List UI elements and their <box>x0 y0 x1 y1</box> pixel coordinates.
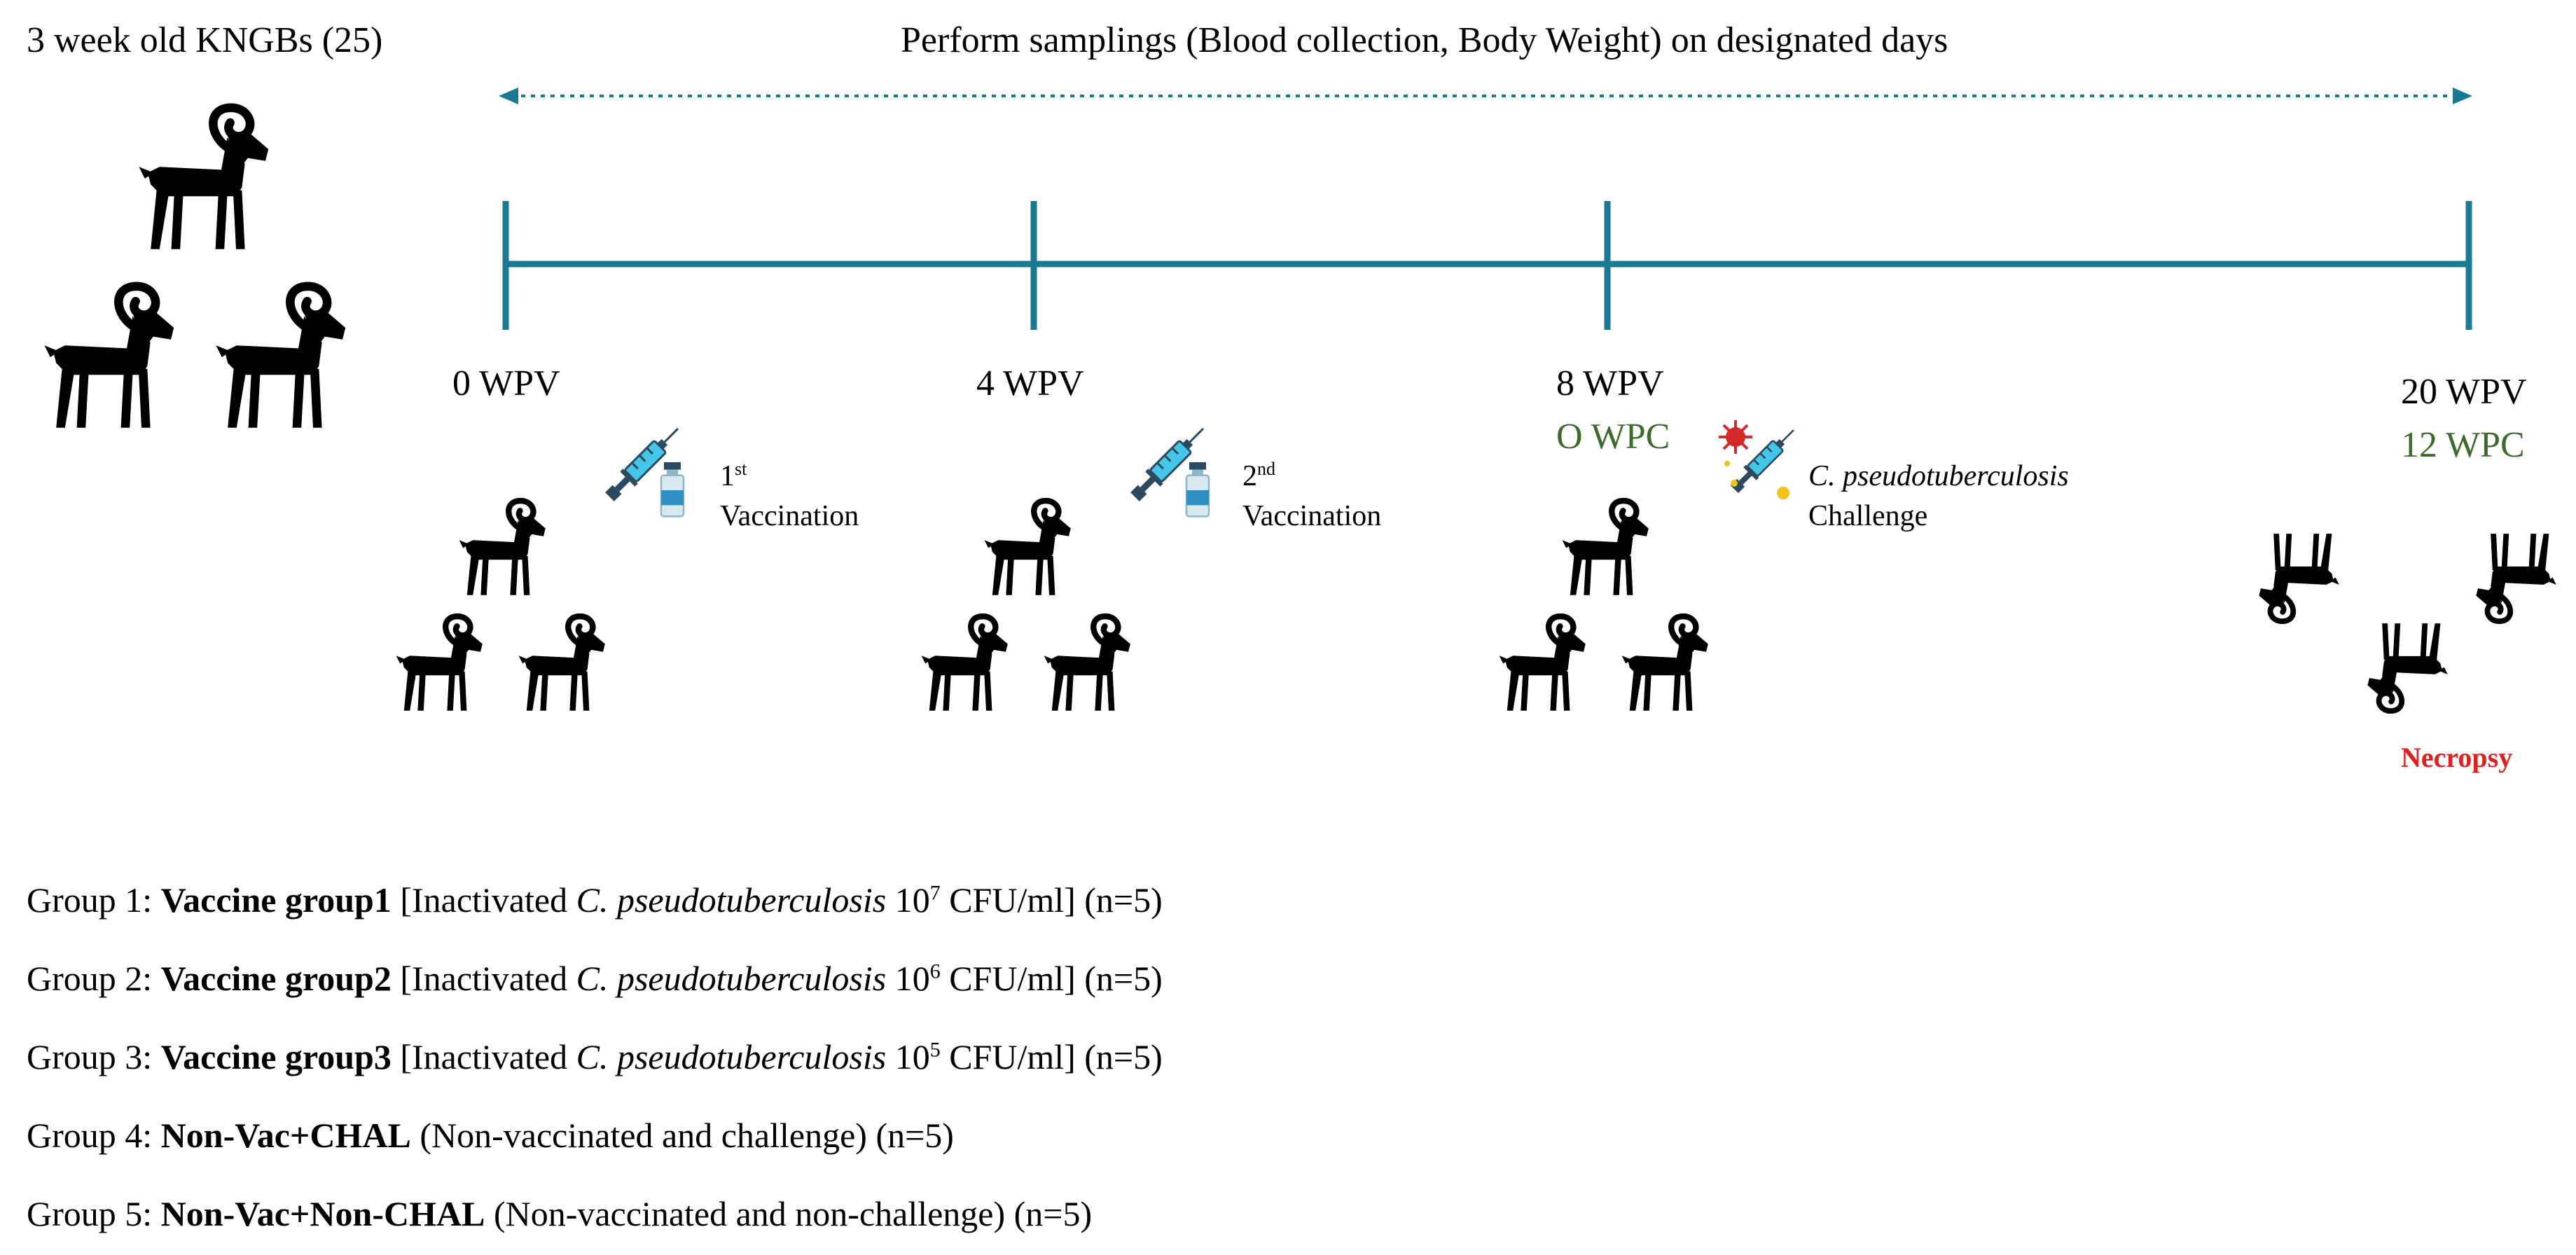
vial-icon <box>1185 462 1210 518</box>
timepoint-20-wpc: 12 WPC <box>2401 425 2525 465</box>
timepoint-0-wpv: 0 WPV <box>452 363 560 403</box>
goat-icon <box>1044 616 1130 711</box>
sampling-note: Perform samplings (Blood collection, Bod… <box>901 20 1948 60</box>
challenge-text: Challenge <box>1808 499 1928 532</box>
group-2-line: Group 2: Vaccine group2 [Inactivated C. … <box>27 959 1163 998</box>
challenge-pathogen: C. pseudotuberculosis <box>1808 460 2069 492</box>
pathogen-syringe-icon <box>1719 420 1801 499</box>
timepoint-8-wpv: 8 WPV <box>1556 363 1664 403</box>
goat-icon <box>922 616 1008 711</box>
first-vaccination-ordinal: 1st <box>720 459 747 492</box>
timeline-diagram <box>0 88 2576 770</box>
second-vaccination-ordinal: 2nd <box>1242 459 1275 492</box>
group-5-line: Group 5: Non-Vac+Non-CHAL (Non-vaccinate… <box>27 1194 1093 1233</box>
group-3-line: Group 3: Vaccine group3 [Inactivated C. … <box>27 1037 1163 1076</box>
goat-icon <box>1563 501 1649 595</box>
group-4-line: Group 4: Non-Vac+CHAL (Non-vaccinated an… <box>27 1116 954 1155</box>
goat-icon <box>139 108 268 249</box>
goat-icon <box>44 286 174 428</box>
group-1-line: Group 1: Vaccine group1 [Inactivated C. … <box>27 880 1163 920</box>
vial-icon <box>660 462 685 518</box>
challenge-label: C. pseudotuberculosis Challenge <box>1808 457 2069 536</box>
goat-icon <box>396 616 483 711</box>
dead-goat-icon <box>2367 623 2447 711</box>
goat-icon <box>459 501 546 595</box>
first-vaccination-text: Vaccination <box>720 499 859 532</box>
group-2-name: Vaccine group2 <box>160 959 392 998</box>
necropsy-label: Necropsy <box>2401 742 2513 773</box>
timepoint-20-wpv: 20 WPV <box>2401 372 2527 412</box>
group-4-name: Non-Vac+CHAL <box>160 1116 411 1155</box>
goat-icon <box>985 501 1071 595</box>
goat-icon <box>519 616 605 711</box>
goat-icon <box>1500 616 1586 711</box>
first-vaccination-label: 1st Vaccination <box>720 457 859 536</box>
sampling-arrow-right-head <box>2453 88 2472 104</box>
group-1-name: Vaccine group1 <box>160 880 392 920</box>
goat-icon <box>216 286 345 428</box>
sampling-arrow-left-head <box>499 88 518 104</box>
dead-goat-icon <box>2476 534 2556 621</box>
second-vaccination-text: Vaccination <box>1242 499 1382 532</box>
group-3-name: Vaccine group3 <box>160 1037 392 1076</box>
dead-goat-icon <box>2259 534 2339 621</box>
group-5-name: Non-Vac+Non-CHAL <box>160 1194 485 1233</box>
animals-label: 3 week old KNGBs (25) <box>27 20 383 60</box>
timepoint-4-wpv: 4 WPV <box>976 363 1084 403</box>
goat-icon <box>1622 616 1708 711</box>
second-vaccination-label: 2nd Vaccination <box>1242 457 1381 536</box>
timepoint-8-wpc: O WPC <box>1556 417 1670 457</box>
